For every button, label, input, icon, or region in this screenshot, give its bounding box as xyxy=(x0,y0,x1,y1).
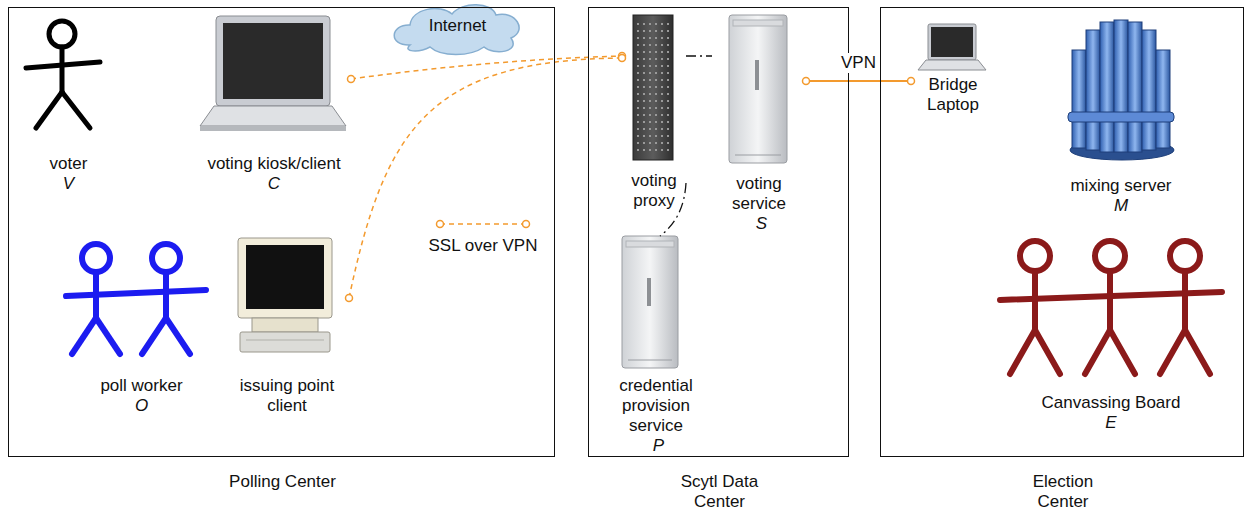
text-block: issuing point client xyxy=(225,376,349,416)
legend-text: SSL over VPN xyxy=(429,236,538,255)
node-label: Election Center xyxy=(1008,472,1118,512)
node-label: Bridge Laptop xyxy=(911,75,995,115)
device-icon: voting kiosk/clientC xyxy=(197,16,351,201)
node-label: mixing server xyxy=(1059,176,1183,196)
server-icon: credential provision serviceP xyxy=(609,236,703,458)
server-tower-icon xyxy=(729,15,787,163)
legend-entry: SSL over VPN xyxy=(420,236,546,256)
node-label: Polling Center xyxy=(9,472,556,492)
region-box: Election CenterBridge Laptopmixing serve… xyxy=(880,7,1244,457)
internal-link xyxy=(686,55,712,56)
edge-label: VPN xyxy=(838,53,879,73)
cloud-node: Internet xyxy=(393,2,522,54)
text-block: Scytl Data Center xyxy=(665,472,775,512)
actor-icon: voterV xyxy=(19,16,118,201)
poll-worker-figures xyxy=(66,244,206,354)
server-icon: mixing serverM xyxy=(1059,18,1183,218)
actor-icon: poll workerO xyxy=(62,236,221,421)
text-block: voterV xyxy=(19,154,118,194)
node-label: poll worker xyxy=(62,376,221,396)
node-label: voting kiosk/client xyxy=(197,154,351,174)
text-block: Internet xyxy=(393,16,522,36)
text-block: Bridge Laptop xyxy=(911,75,995,115)
text-block: voting proxy xyxy=(622,171,686,211)
node-symbol: M xyxy=(1059,196,1183,216)
proxy-server-icon xyxy=(633,15,673,160)
region-box: Polling CentervoterVvoting kiosk/clientC… xyxy=(8,7,555,457)
node-symbol: E xyxy=(984,413,1238,433)
region-box: Scytl Data Centervoting proxyvoting serv… xyxy=(588,7,849,457)
node-label: voting proxy xyxy=(622,171,686,211)
network-link xyxy=(806,80,911,82)
text-block: Canvassing BoardE xyxy=(984,393,1238,433)
node-symbol: P xyxy=(653,436,664,455)
text-block: credential provision serviceP xyxy=(609,376,703,456)
node-symbol: C xyxy=(197,174,351,194)
node-label: Internet xyxy=(393,16,522,36)
text-block: Polling Center xyxy=(9,472,556,492)
node-symbol: S xyxy=(756,214,767,233)
server-icon: voting proxy xyxy=(622,16,686,213)
node-label: issuing point client xyxy=(225,376,349,416)
laptop-icon xyxy=(200,16,346,131)
actor-icon: Canvassing BoardE xyxy=(984,233,1238,443)
network-link xyxy=(349,58,622,298)
text-block: mixing serverM xyxy=(1059,176,1183,216)
text-block: Election Center xyxy=(1008,472,1118,512)
server-tower-icon xyxy=(622,236,678,368)
device-icon: issuing point client xyxy=(225,236,349,418)
node-label: Scytl Data Center xyxy=(665,472,775,512)
laptop-icon xyxy=(918,24,986,70)
node-label: voting service xyxy=(712,174,806,214)
canvassing-board-figures xyxy=(1000,241,1222,374)
legend-sample-line xyxy=(440,223,526,225)
text-block: voting serviceS xyxy=(712,174,806,234)
node-symbol: V xyxy=(19,174,118,194)
server-icon: voting serviceS xyxy=(712,16,806,236)
mixing-server-icon xyxy=(1068,20,1174,160)
node-label: Canvassing Board xyxy=(984,393,1238,413)
voter-figure xyxy=(26,21,100,128)
text-block: voting kiosk/clientC xyxy=(197,154,351,194)
monitor-icon xyxy=(238,238,332,352)
text-block: poll workerO xyxy=(62,376,221,416)
node-symbol: O xyxy=(62,396,221,416)
node-label: voter xyxy=(19,154,118,174)
node-label: credential provision service xyxy=(609,376,703,436)
device-icon: Bridge Laptop xyxy=(911,23,995,133)
